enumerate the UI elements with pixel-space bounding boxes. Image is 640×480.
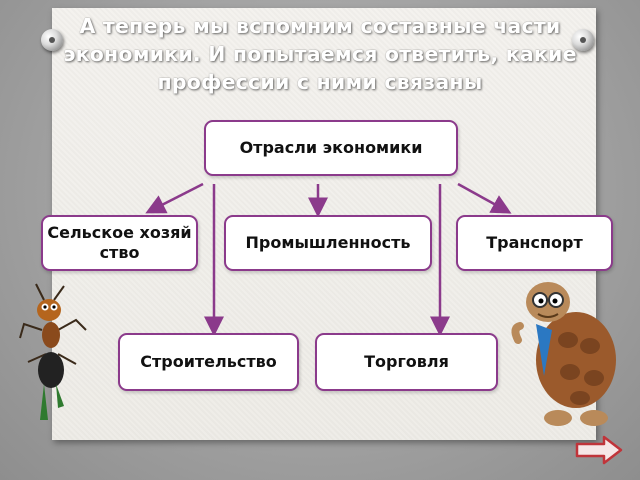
trade-box: Торговля [315, 333, 498, 391]
pushpin-icon [41, 29, 63, 51]
arrow-to-transport [457, 182, 512, 214]
right-arrow-icon [575, 435, 623, 465]
transport-box: Транспорт [456, 215, 613, 271]
arrow-to-agriculture [145, 182, 204, 214]
industry-box: Промышленность [224, 215, 432, 271]
turtle-cartoon-icon [511, 282, 616, 426]
root-label: Отрасли экономики [239, 138, 423, 157]
agriculture-box: Сельское хозяйство [41, 215, 198, 271]
trade-label: Торговля [364, 352, 449, 371]
construction-box: Строительство [118, 333, 299, 391]
slide-title: А теперь мы вспомним составные части эко… [63, 14, 577, 94]
agriculture-label: Сельское хозяйство [47, 223, 192, 262]
next-slide-button[interactable] [574, 434, 624, 466]
transport-label: Транспорт [486, 233, 583, 252]
ant-cartoon-icon [19, 283, 87, 420]
industry-label: Промышленность [245, 233, 411, 252]
construction-label: Строительство [140, 352, 277, 371]
pushpin-icon [572, 29, 594, 51]
root-box: Отрасли экономики [204, 120, 458, 176]
